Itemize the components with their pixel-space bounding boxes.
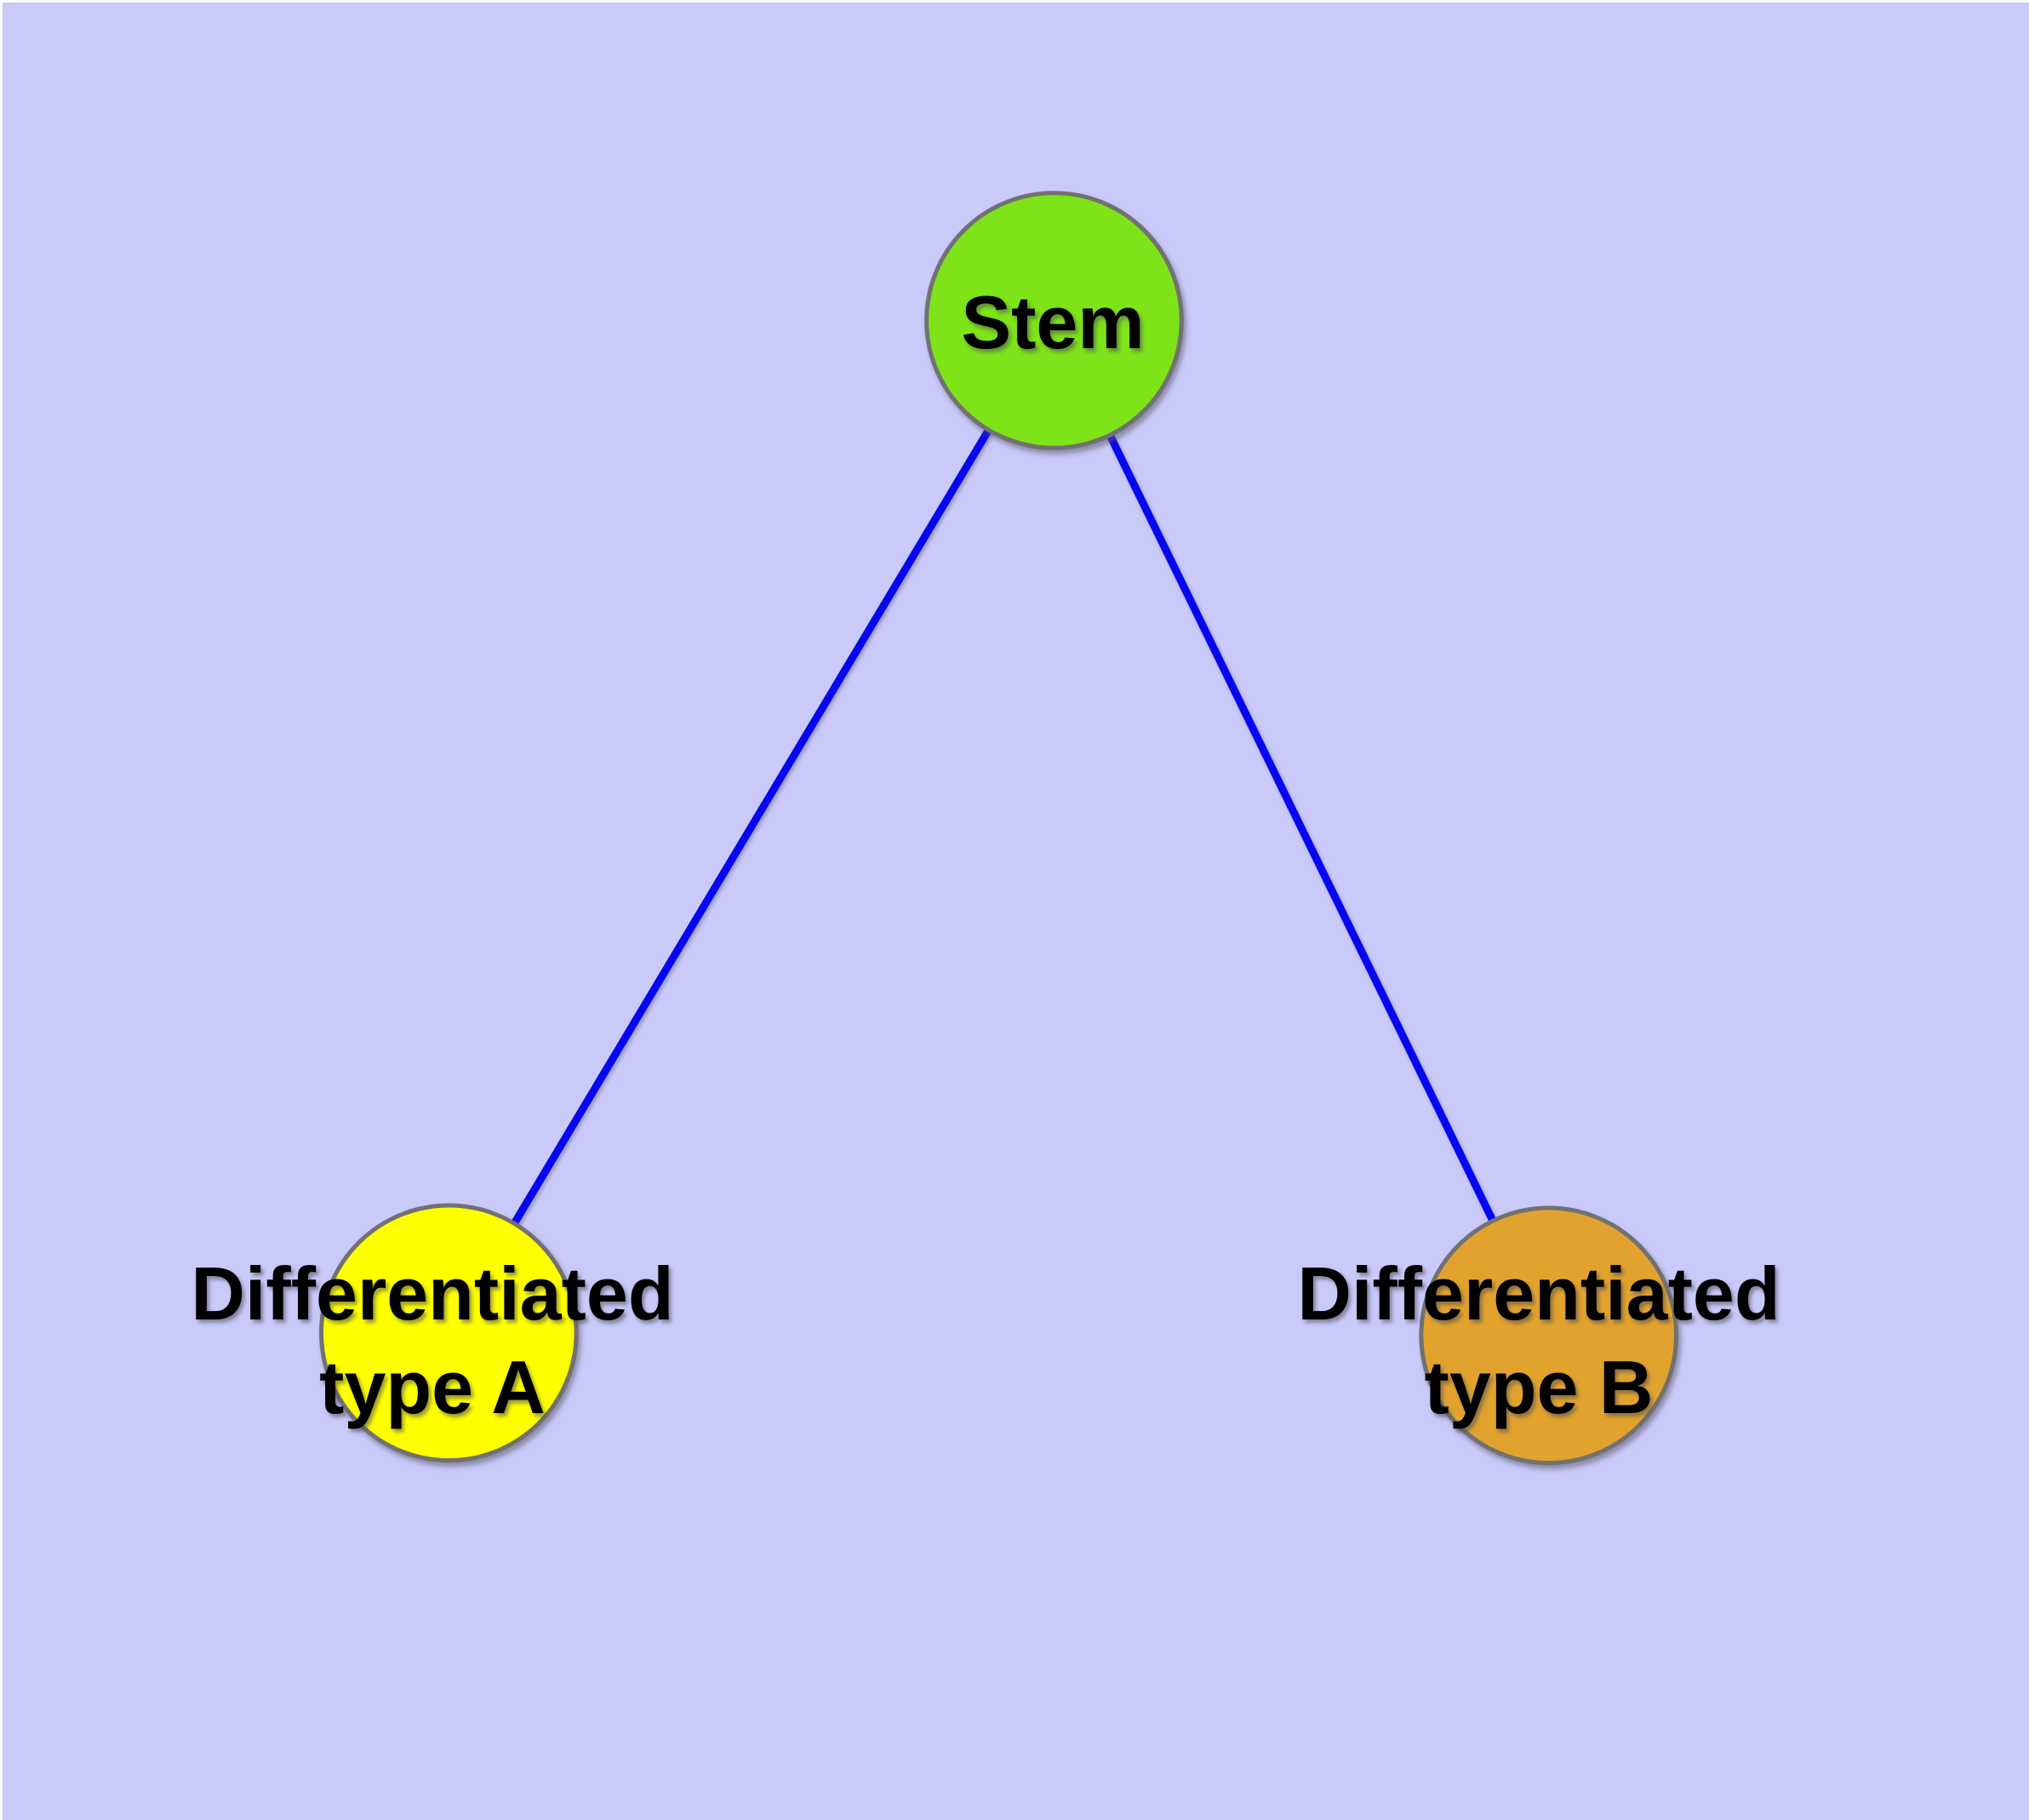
node-stem-label: Stem [961,280,1145,364]
node-type-a-label-line2: type A [319,1345,546,1429]
node-stem-circle [924,191,1184,450]
node-type-b-label-line1: Differentiated [1297,1251,1780,1336]
node-type-a-circle [319,1203,579,1463]
diagram-canvas: Stem Differentiated type A Differentiate… [3,3,2029,1820]
graph-svg [3,3,2029,1820]
node-type-b-label-line2: type B [1424,1345,1654,1429]
edge-stem-to-type-a [445,318,1058,1336]
node-type-b-label: Differentiated type B [1297,1247,1780,1434]
edge-stem-to-type-b [1050,318,1552,1337]
node-type-b-circle [1419,1205,1679,1466]
node-type-a-label: Differentiated type A [191,1247,673,1434]
node-type-a-label-line1: Differentiated [191,1251,674,1336]
